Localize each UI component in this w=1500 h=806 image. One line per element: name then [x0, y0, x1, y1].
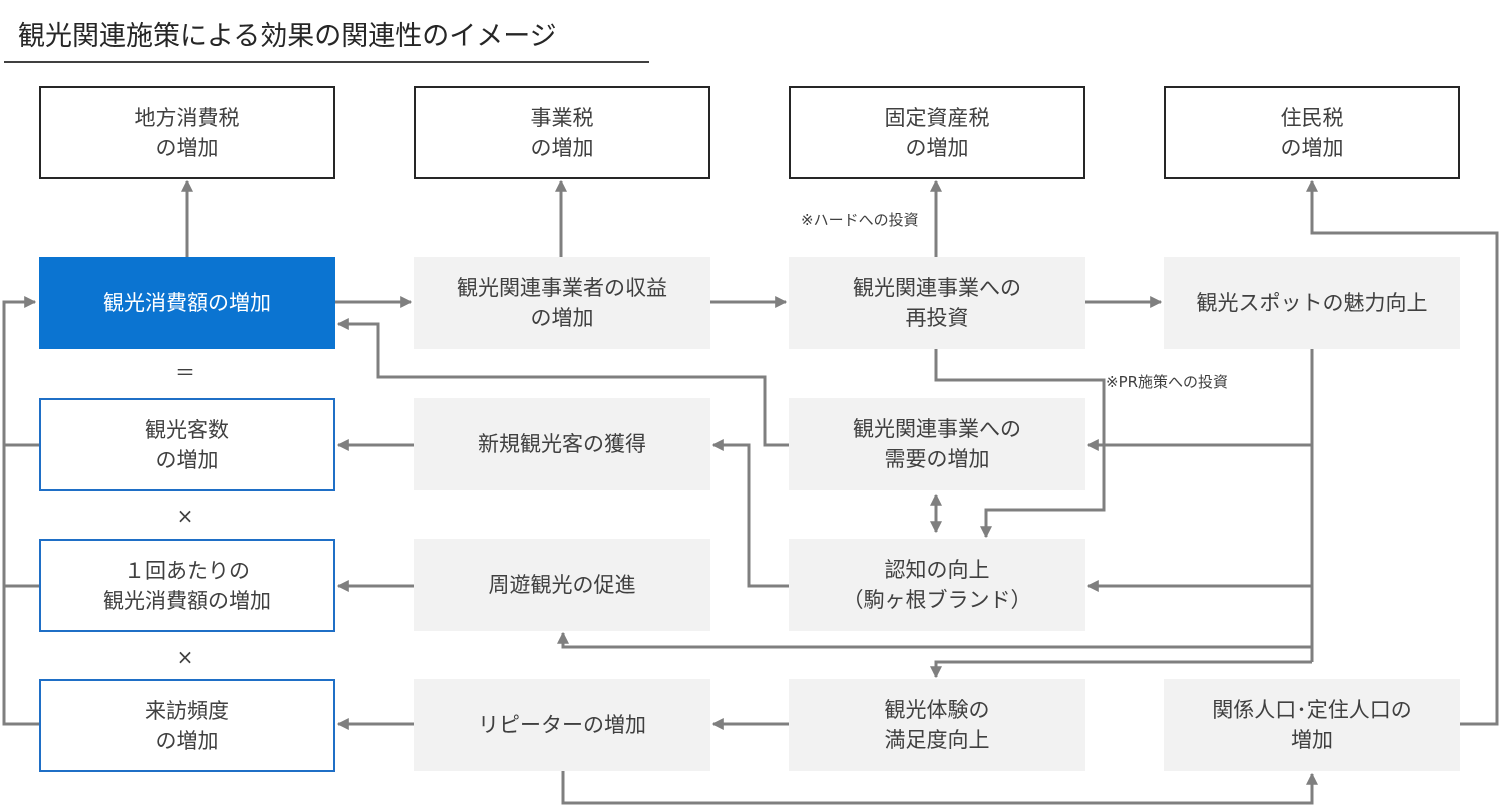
- arrow-demand-to-spending: [336, 318, 790, 447]
- box-reinvestment: 観光関連事業への 再投資: [789, 257, 1085, 349]
- equals-symbol: ＝: [175, 360, 195, 385]
- arrow-awareness-to-new-visitors: [711, 439, 790, 588]
- box-visit-frequency: 来訪頻度 の増加: [39, 679, 335, 772]
- page-title: 観光関連施策による効果の関連性のイメージ: [18, 21, 557, 52]
- box-visitor-count: 観光客数 の増加: [39, 398, 335, 491]
- box-business-tax: 事業税 の増加: [414, 86, 710, 179]
- box-excursion-promotion: 周遊観光の促進: [414, 539, 710, 631]
- box-demand-increase: 観光関連事業への 需要の増加: [789, 398, 1085, 490]
- title-underline: [4, 61, 649, 63]
- box-tourism-spending: 観光消費額の増加: [39, 257, 335, 349]
- box-related-population: 関係人口･定住人口の 増加: [1164, 679, 1460, 771]
- times-symbol: ×: [176, 645, 194, 669]
- box-experience-satisfaction: 観光体験の 満足度向上: [789, 679, 1085, 771]
- arrow-attraction-to-satisfaction: [930, 660, 1312, 679]
- box-brand-awareness: 認知の向上 （駒ヶ根ブランド）: [789, 539, 1085, 631]
- note-pr-investment: ※PR施策への投資: [1106, 373, 1229, 391]
- arrow-attraction-to-excursion: [557, 631, 1312, 649]
- box-resident-tax: 住民税 の増加: [1164, 86, 1460, 179]
- connector-left-bar: [2, 296, 39, 726]
- box-property-tax: 固定資産税 の増加: [789, 86, 1085, 179]
- box-attraction-improvement: 観光スポットの魅力向上: [1164, 257, 1460, 349]
- note-hardware-investment: ※ハードへの投資: [801, 211, 919, 229]
- box-local-consumption-tax: 地方消費税 の増加: [39, 86, 335, 179]
- arrow-population-to-resident-tax: [1306, 179, 1499, 726]
- box-new-visitors: 新規観光客の獲得: [414, 398, 710, 490]
- arrow-repeaters-to-population: [561, 771, 1318, 805]
- box-repeaters: リピーターの増加: [414, 679, 710, 771]
- times-symbol: ×: [176, 504, 194, 528]
- box-operator-revenue: 観光関連事業者の収益 の増加: [414, 257, 710, 349]
- box-spending-per-visit: １回あたりの 観光消費額の増加: [39, 539, 335, 632]
